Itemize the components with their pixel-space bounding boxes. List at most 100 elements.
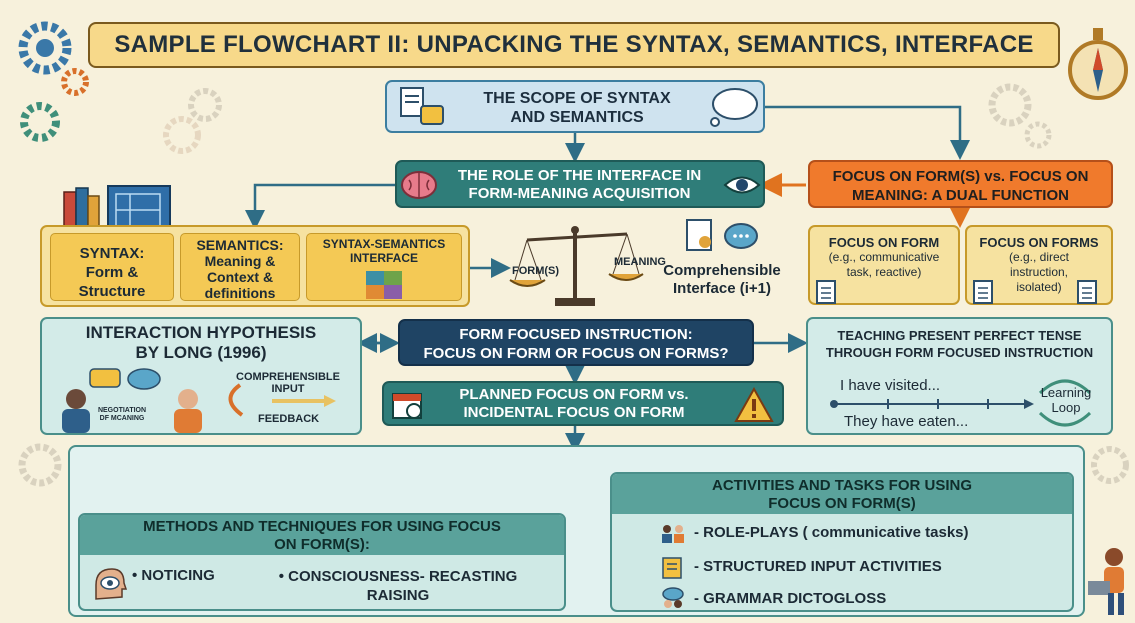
scale-left-label: FORM(S) (512, 265, 560, 277)
method-noticing: • NOTICING (132, 567, 215, 584)
method-c2: RAISING (366, 587, 430, 604)
role-interface-box: THE ROLE OF THE INTERFACE IN FORM-MEANIN… (395, 160, 765, 208)
interface-head2: INTERFACE (349, 251, 418, 265)
page-title: SAMPLE FLOWCHART II: UNPACKING THE SYNTA… (88, 22, 1060, 68)
syntax-card: SYNTAX: Form & Structure (50, 233, 174, 301)
dual-line1: FOCUS ON FORM(S) vs. FOCUS ON (832, 168, 1089, 185)
conversation-people-icon (62, 368, 202, 433)
focus-forms-head: FOCUS ON FORMS (979, 235, 1099, 250)
documents-icon (400, 87, 444, 125)
dictogloss-icon (662, 587, 684, 608)
activity-structured-input: - STRUCTURED INPUT ACTIVITIES (694, 558, 942, 575)
focus-forms-sub3: isolated) (1016, 280, 1062, 294)
methods-head2: ON FORM(S): (274, 536, 370, 553)
semantics-card: SEMANTICS: Meaning & Context & definitio… (180, 233, 300, 301)
calendar-icon (392, 393, 422, 419)
faded-gears-icon (988, 83, 1052, 149)
focus-form-sub1: (e.g., communicative (828, 250, 940, 264)
feedback-arrows-icon (228, 383, 336, 417)
dual-function-box: FOCUS ON FORM(S) vs. FOCUS ON MEANING: A… (808, 160, 1113, 208)
activity-dictogloss: - GRAMMAR DICTOGLOSS (694, 590, 887, 607)
head-eye-icon (95, 568, 128, 600)
interaction-line2: BY LONG (1996) (135, 343, 267, 362)
activities-header: ACTIVITIES AND TASKS FOR USING FOCUS ON … (612, 474, 1072, 514)
interface-head1: SYNTAX-SEMANTICS (322, 237, 446, 251)
eye-icon (723, 176, 761, 194)
focus-form-sub2: task, reactive) (846, 265, 922, 279)
focus-forms-sub2: instruction, (1009, 265, 1069, 279)
scale-right-label: MEANING (614, 256, 666, 268)
thought-bubble-icon (710, 88, 758, 127)
example-1: I have visited... (840, 377, 941, 394)
brain-icon (401, 171, 437, 199)
method-c1: • CONSCIOUSNESS- RECASTING (278, 568, 518, 585)
semantics-head2: Meaning & (204, 253, 276, 269)
role-line2: FORM-MEANING ACQUISITION (468, 185, 691, 202)
semantics-body2: definitions (204, 285, 276, 301)
comprehensible-input-label: COMPREHENSIBLE INPUT (228, 371, 348, 395)
scope-box: THE SCOPE OF SYNTAX AND SEMANTICS (385, 80, 765, 133)
focus-forms-sub1: (e.g., direct (1008, 250, 1070, 264)
document-chat-icon (686, 219, 758, 251)
warning-icon (734, 387, 774, 422)
feedback-label: FEEDBACK (258, 413, 320, 425)
neg-line2: DF MCANING (99, 415, 145, 422)
teaching-line1: TEACHING PRESENT PERFECT TENSE (837, 328, 1082, 343)
faded-gear-icon (18, 443, 62, 487)
syntax-head: SYNTAX: (79, 245, 145, 262)
activity-role-plays: - ROLE-PLAYS ( communicative tasks) (694, 524, 969, 541)
ffi-line1: FORM FOCUSED INSTRUCTION: (459, 326, 693, 343)
focus-form-head: FOCUS ON FORM (828, 235, 940, 250)
puzzle-icon (366, 271, 402, 299)
method-consciousness: • CONSCIOUSNESS- RECASTING RAISING (248, 567, 548, 605)
semantics-body1: Context & (206, 269, 274, 285)
syntax-body1: Form & (85, 264, 139, 281)
learning-loop-icon (1038, 379, 1092, 427)
methods-header: METHODS AND TECHNIQUES FOR USING FOCUS O… (80, 515, 564, 555)
activities-box: ACTIVITIES AND TASKS FOR USING FOCUS ON … (610, 472, 1074, 612)
interaction-line1: INTERACTION HYPOTHESIS (85, 323, 317, 342)
scope-line1: THE SCOPE OF SYNTAX (483, 90, 671, 107)
semantics-head1: SEMANTICS: (196, 237, 284, 253)
role-play-icon (662, 525, 684, 543)
faded-gears-icon (163, 88, 222, 154)
gears-icon (18, 21, 89, 142)
negotiation-label: NEGOTIATION DF MCANING (90, 407, 154, 423)
planned-incidental-box: PLANNED FOCUS ON FORM vs. INCIDENTAL FOC… (382, 381, 784, 426)
comp-input-2: INPUT (271, 383, 305, 395)
example-2: They have eaten... (844, 413, 969, 430)
comprehensible-interface-label: Comprehensible Interface (i+1) (652, 262, 792, 298)
compass-icon (1068, 28, 1128, 100)
loop-2: Loop (1051, 400, 1081, 415)
syntax-body2: Structure (78, 283, 146, 300)
methods-box: METHODS AND TECHNIQUES FOR USING FOCUS O… (78, 513, 566, 611)
learning-loop-label: Learning Loop (1034, 385, 1098, 415)
role-line1: THE ROLE OF THE INTERFACE IN (457, 167, 702, 184)
scope-line2: AND SEMANTICS (510, 109, 644, 126)
comp-line1: Comprehensible (663, 262, 781, 279)
comp-line2: Interface (i+1) (673, 280, 771, 297)
person-laptop-icon (1088, 548, 1124, 615)
structured-input-icon (662, 557, 682, 579)
teaching-present-perfect-box: TEACHING PRESENT PERFECT TENSE THROUGH F… (806, 317, 1113, 435)
teaching-line2: THROUGH FORM FOCUSED INSTRUCTION (825, 345, 1094, 360)
activities-head2: FOCUS ON FORM(S) (768, 495, 916, 512)
clipboard-icon (973, 280, 993, 304)
clipboard-icon (1077, 280, 1097, 304)
timeline-icon (830, 399, 1034, 409)
interaction-hypothesis-box: INTERACTION HYPOTHESIS BY LONG (1996) NE… (40, 317, 362, 435)
clipboard-icon (816, 280, 836, 304)
dual-line2: MEANING: A DUAL FUNCTION (852, 187, 1069, 204)
interface-card: SYNTAX-SEMANTICS INTERFACE (306, 233, 462, 301)
loop-1: Learning (1040, 385, 1092, 400)
planned-line1: PLANNED FOCUS ON FORM vs. (459, 386, 689, 403)
neg-line1: NEGOTIATION (97, 407, 147, 414)
faded-gear-icon (1091, 446, 1129, 484)
form-focused-instruction-box: FORM FOCUSED INSTRUCTION: FOCUS ON FORM … (398, 319, 754, 366)
planned-line2: INCIDENTAL FOCUS ON FORM (463, 404, 685, 421)
ffi-line2: FOCUS ON FORM OR FOCUS ON FORMS? (423, 345, 729, 362)
balance-scale-icon (509, 226, 644, 306)
methods-head1: METHODS AND TECHNIQUES FOR USING FOCUS (143, 518, 501, 535)
activities-head1: ACTIVITIES AND TASKS FOR USING (711, 477, 972, 494)
comp-input-1: COMPREHENSIBLE (236, 371, 340, 383)
